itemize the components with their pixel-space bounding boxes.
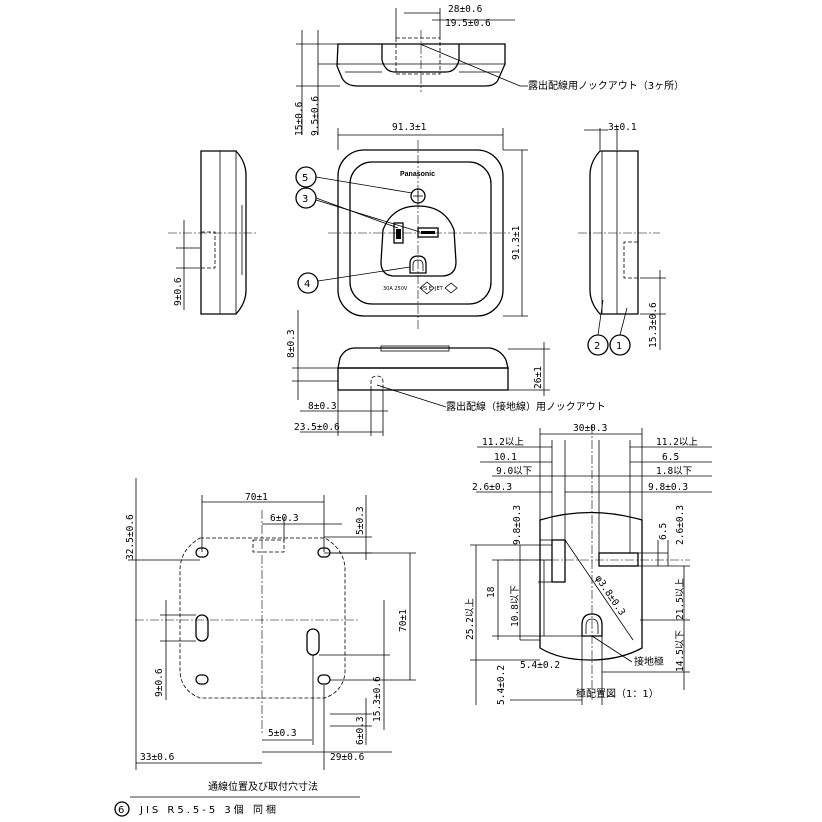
- dim-pole-9-0: 9.0以下: [496, 466, 532, 477]
- balloon-4: 4: [304, 279, 310, 290]
- dim-top-28: 28±0.6: [448, 4, 483, 15]
- rating-text: 30A 250V: [383, 286, 408, 292]
- dim-mount-9: 9±0.6: [154, 668, 165, 697]
- dim-pole-6-5a: 6.5: [662, 452, 679, 463]
- dim-mount-70w: 70±1: [245, 492, 268, 503]
- balloon-2: 2: [594, 341, 600, 352]
- dim-top-9-5: 9.5±0.6: [310, 96, 321, 136]
- dim-front-height: 91.3±1: [511, 225, 522, 260]
- dim-mount-32-5: 32.5±0.6: [125, 514, 136, 560]
- dim-bottom-8: 8±0.3: [286, 329, 297, 358]
- knockout-top-label: 露出配線用ノックアウト（3ヶ所）: [528, 79, 684, 92]
- balloon-3: 3: [302, 194, 308, 205]
- dim-mount-6b: 6±0.3: [355, 716, 366, 745]
- dim-mount-5b: 5±0.3: [268, 728, 297, 739]
- dim-pole-9-8: 9.8±0.3: [648, 482, 688, 493]
- balloon-1: 1: [616, 341, 622, 352]
- pse-mark: PS E: [421, 286, 432, 292]
- dim-top-19-5: 19.5±0.6: [445, 18, 491, 29]
- footer-accessory-text: JIS R5.5-5 3個 同梱: [139, 803, 279, 816]
- dim-mount-70h: 70±1: [398, 609, 409, 632]
- top-view: [296, 8, 528, 135]
- dim-pole-1-8: 1.8以下: [656, 466, 692, 477]
- dim-pole-21-5: 21.5以上: [675, 578, 686, 620]
- dim-pole-11-2b: 11.2以上: [656, 437, 698, 448]
- mounting-view: [128, 478, 416, 770]
- dim-pole-5-4v: 5.4±0.2: [496, 665, 507, 705]
- dim-pole-14-5: 14.5以下: [675, 630, 686, 672]
- ground-pole-label: 接地極: [634, 655, 664, 668]
- dim-right-3: 3±0.1: [608, 122, 637, 133]
- dim-front-width: 91.3±1: [392, 122, 427, 133]
- dim-bottom-26: 26±1: [533, 366, 544, 389]
- dim-pole-2-6v: 2.6±0.3: [675, 505, 686, 545]
- dim-pole-18v: 18: [486, 586, 497, 598]
- pole-layout-title: 極配置図（1：1）: [576, 687, 659, 700]
- right-side-view: [578, 128, 666, 356]
- dim-pole-5-4: 5.4±0.2: [520, 660, 560, 671]
- dim-mount-33: 33±0.6: [140, 752, 175, 763]
- balloon-5: 5: [302, 173, 308, 184]
- dim-left-9: 9±0.6: [173, 277, 184, 306]
- dim-mount-29: 29±0.6: [330, 752, 365, 763]
- front-view: [295, 128, 528, 330]
- dim-top-15: 15±0.6: [294, 101, 305, 136]
- jet-mark: JET: [434, 286, 444, 292]
- footer-balloon-6: 6: [118, 805, 124, 816]
- dim-pole-30: 30±0.3: [573, 423, 607, 434]
- dim-pole-6-5v: 6.5: [658, 523, 669, 540]
- dim-pole-9-8v: 9.8±0.3: [512, 505, 523, 545]
- bottom-view: [292, 310, 550, 436]
- dim-pole-11-2a: 11.2以上: [482, 437, 524, 448]
- brand-logo-text: Panasonic: [400, 171, 435, 178]
- dim-mount-15-3: 15.3±0.6: [372, 676, 383, 722]
- dim-pole-10-8: 10.8以下: [510, 585, 521, 627]
- pole-layout-view: [470, 425, 712, 705]
- left-side-view: [168, 150, 256, 315]
- dim-mount-5: 5±0.3: [355, 506, 366, 535]
- dim-pole-diameter: φ3.8±0.3: [593, 574, 628, 618]
- dim-pole-25-2: 25.2以上: [465, 598, 476, 640]
- mounting-caption: 通線位置及び取付穴寸法: [208, 780, 318, 793]
- dim-bottom-8b: 8±0.3: [308, 401, 337, 412]
- knockout-ground-label: 露出配線（接地線）用ノックアウト: [446, 400, 606, 413]
- dim-pole-2-6: 2.6±0.3: [472, 482, 512, 493]
- dim-right-15-3: 15.3±0.6: [648, 302, 659, 348]
- dim-bottom-23-5: 23.5±0.6: [294, 422, 340, 433]
- dim-mount-6: 6±0.3: [270, 513, 299, 524]
- dim-pole-10-1: 10.1: [494, 452, 517, 463]
